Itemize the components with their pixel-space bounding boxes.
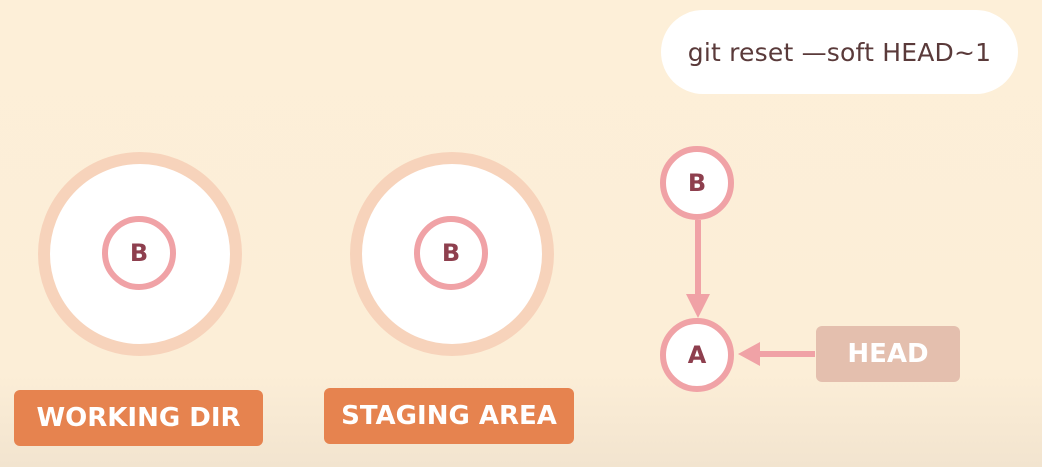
staging-area-commit-label: B bbox=[441, 239, 461, 267]
staging-area-label: STAGING AREA bbox=[324, 388, 574, 444]
parent-arrow bbox=[686, 220, 710, 318]
head-label: HEAD bbox=[816, 326, 960, 382]
repo-commit-b-label: B bbox=[687, 169, 707, 197]
working-dir-label: WORKING DIR bbox=[14, 390, 263, 446]
repo-commit-a-label: A bbox=[687, 341, 707, 369]
working-dir-label-text: WORKING DIR bbox=[36, 403, 241, 433]
command-text: git reset —soft HEAD~1 bbox=[687, 37, 992, 67]
working-dir-commit-label: B bbox=[129, 239, 149, 267]
working-dir-commit: B bbox=[102, 216, 176, 290]
repo-commit-b: B bbox=[660, 146, 734, 220]
parent-arrow-head bbox=[686, 294, 710, 318]
staging-area-label-text: STAGING AREA bbox=[341, 401, 557, 431]
head-label-text: HEAD bbox=[847, 339, 929, 369]
repo-commit-a: A bbox=[660, 318, 734, 392]
command-bubble: git reset —soft HEAD~1 bbox=[661, 10, 1018, 94]
head-arrow-head bbox=[738, 342, 760, 366]
staging-area-commit: B bbox=[414, 216, 488, 290]
head-pointer-arrow bbox=[738, 342, 815, 366]
